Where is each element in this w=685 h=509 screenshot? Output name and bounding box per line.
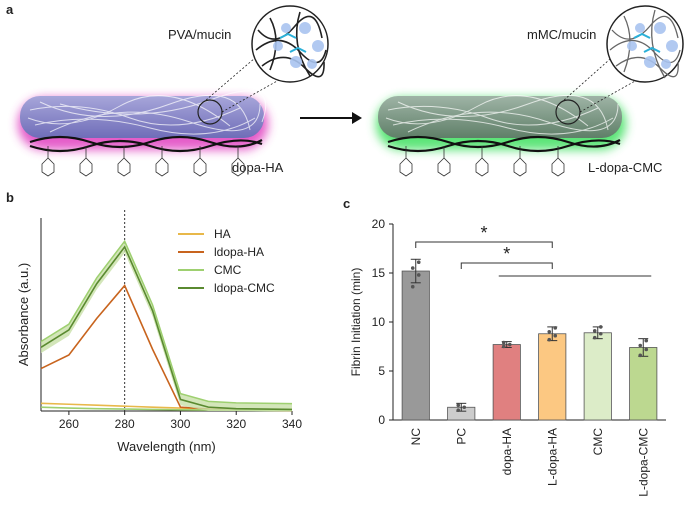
panel-letter-a: a: [6, 2, 14, 17]
legend-label-b: HA: [214, 227, 231, 241]
data-point: [416, 273, 421, 277]
data-point: [501, 340, 506, 345]
y-axis-label-b: Absorbance (a.u.): [16, 263, 31, 366]
y-tick-label-c: 10: [372, 315, 386, 329]
mmc-mucin-label: mMC/mucin: [527, 27, 597, 42]
data-point: [638, 353, 643, 358]
panel-letter-b: b: [6, 190, 14, 205]
x-tick-label-b: 280: [115, 417, 135, 431]
x-tick-label-c: CMC: [591, 428, 605, 456]
data-point: [456, 408, 461, 413]
data-point: [553, 333, 558, 338]
l-dopa-cmc-label: L-dopa-CMC: [588, 160, 663, 175]
data-point: [598, 331, 603, 336]
y-tick-label-c: 15: [372, 266, 386, 280]
data-point: [553, 326, 558, 330]
x-tick-label-c: NC: [409, 428, 423, 446]
x-tick-label-c: PC: [454, 428, 468, 445]
pva-mucin-label: PVA/mucin: [168, 27, 232, 42]
x-axis-label-b: Wavelength (nm): [117, 439, 216, 454]
data-point: [416, 260, 421, 265]
x-tick-label-b: 320: [226, 417, 246, 431]
data-point: [462, 405, 467, 410]
y-tick-label-c: 0: [378, 413, 385, 427]
legend-label-b: ldopa-HA: [214, 245, 264, 259]
data-point: [410, 284, 415, 289]
significance-bracket-2: [460, 262, 553, 269]
panel-letter-c: c: [343, 196, 351, 211]
data-point: [592, 335, 597, 340]
data-point: [638, 343, 643, 348]
dopa-ha-label: dopa-HA: [232, 160, 284, 175]
data-point: [644, 338, 649, 343]
data-point: [507, 342, 512, 347]
left-rod: [18, 51, 319, 177]
series-band: [41, 241, 292, 411]
transition-arrow: [300, 112, 362, 124]
y-axis-label-c: Fibrin Initiation (min): [349, 268, 363, 377]
x-tick-label-b: 260: [59, 417, 79, 431]
series-line-ldopa-CMC: [40, 245, 293, 411]
x-tick-label-b: 340: [282, 417, 302, 431]
data-point: [592, 329, 597, 333]
series-band-edge: [40, 239, 293, 405]
bar-L-dopa-HA: [538, 333, 567, 421]
y-tick-label-c: 20: [372, 217, 386, 231]
right-rod: [376, 51, 677, 177]
bar-dopa-HA: [492, 344, 521, 421]
bar-CMC: [583, 332, 612, 421]
x-tick-label-c: L-dopa-HA: [545, 428, 559, 486]
data-point: [547, 337, 552, 342]
bar-L-dopa-CMC: [629, 347, 658, 421]
data-point: [644, 347, 649, 352]
x-tick-label-c: dopa-HA: [500, 428, 514, 475]
data-point: [501, 344, 506, 349]
data-point: [410, 266, 415, 270]
data-point: [547, 330, 552, 334]
significance-bracket-1: [415, 241, 553, 248]
left-zoom-circle: [251, 5, 329, 83]
data-point: [598, 325, 603, 329]
significance-star-2: *: [503, 244, 510, 264]
significance-star-1: *: [480, 223, 487, 243]
legend-label-b: CMC: [214, 263, 242, 277]
panel-a-illustration: [18, 5, 684, 177]
x-tick-label-b: 300: [170, 417, 190, 431]
legend-label-b: ldopa-CMC: [214, 281, 275, 295]
x-tick-label-c: L-dopa-CMC: [636, 428, 650, 497]
bar-NC: [401, 270, 430, 421]
right-zoom-circle: [606, 5, 684, 83]
data-point: [456, 403, 461, 408]
y-tick-label-c: 5: [378, 364, 385, 378]
